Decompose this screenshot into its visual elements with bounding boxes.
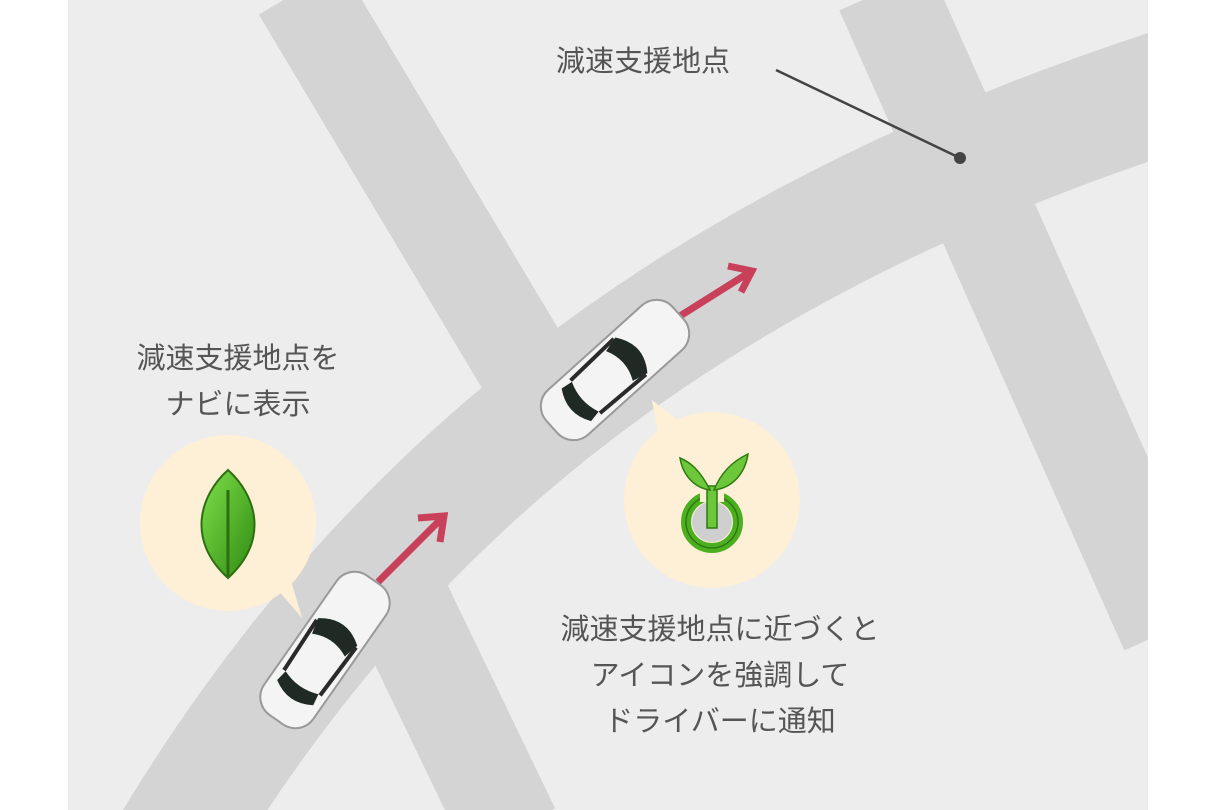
caption-line: アイコンを強調して (590, 658, 850, 692)
leader-line (775, 68, 961, 160)
direction-arrow (678, 262, 758, 319)
caption-line: 減速支援地点に近づくと (560, 612, 880, 646)
caption-line: 減速支援地点を (136, 341, 340, 375)
deceleration-point-marker (954, 152, 966, 164)
car-icon (539, 298, 691, 442)
road-right (839, 0, 1148, 651)
caption-line: ドライバーに通知 (604, 704, 836, 738)
deceleration-point-label: 減速支援地点 (556, 44, 731, 78)
caption-line: ナビに表示 (165, 387, 311, 421)
sprout-icon (679, 452, 749, 553)
notify-caption: 減速支援地点に近づくと アイコンを強調して ドライバーに通知 (540, 606, 900, 744)
road-upper-left (258, 0, 572, 400)
direction-arrow (375, 512, 449, 585)
leaf-icon (200, 468, 256, 580)
nav-display-caption: 減速支援地点を ナビに表示 (118, 335, 358, 427)
car-icon (259, 570, 391, 730)
